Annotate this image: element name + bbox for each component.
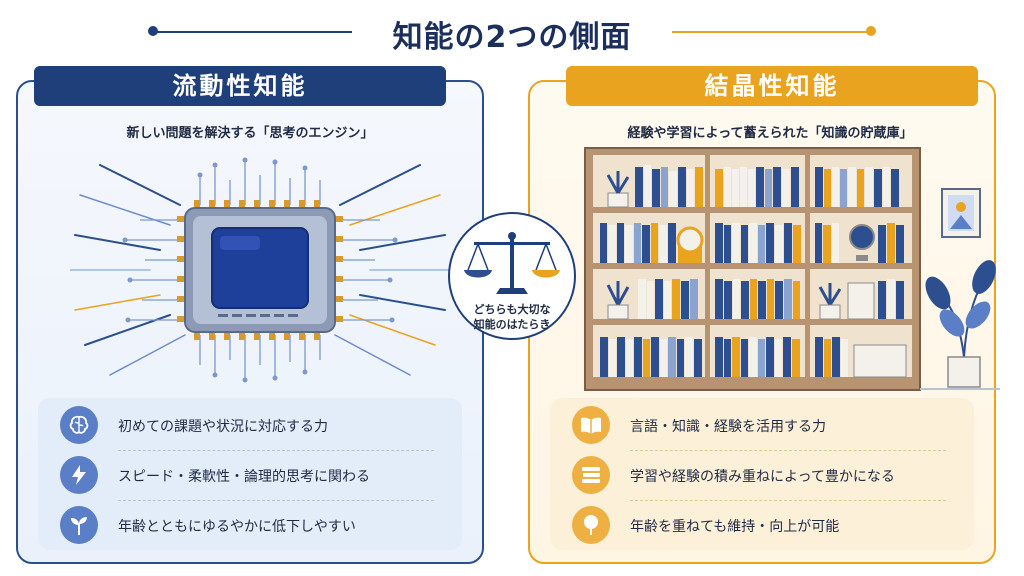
- fluid-feature-1: 初めての課題や状況に対応する力: [38, 400, 462, 451]
- lightning-icon: [60, 456, 98, 494]
- fluid-intelligence-subtitle: 新しい問題を解決する「思考のエンジン」: [126, 126, 374, 141]
- fluid-intelligence-header: 流動性知能: [34, 66, 446, 106]
- title-rule-right: [672, 31, 872, 33]
- crystallized-feature-1-text: 言語・知識・経験を活用する力: [630, 419, 826, 435]
- tree-icon: [572, 506, 610, 544]
- crystallized-intelligence-subtitle: 経験や学習によって蓄えられた「知識の貯蔵庫」: [627, 126, 913, 141]
- fluid-feature-2: スピード・柔軟性・論理的思考に関わる: [38, 450, 462, 501]
- bookshelf-icon: [560, 145, 1000, 395]
- title-dot-right: [866, 26, 876, 36]
- fluid-feature-2-text: スピード・柔軟性・論理的思考に関わる: [118, 469, 370, 485]
- divider: [630, 500, 946, 501]
- crystallized-feature-3: 年齢を重ねても維持・向上が可能: [550, 500, 974, 550]
- title-rule-left: [152, 31, 352, 33]
- center-balance-badge: [448, 212, 576, 340]
- title-dot-left: [148, 26, 158, 36]
- crystallized-feature-2: 学習や経験の積み重ねによって豊かになる: [550, 450, 974, 501]
- fluid-feature-1-text: 初めての課題や状況に対応する力: [118, 419, 328, 435]
- center-caption-line2: 知能のはたらき: [473, 318, 551, 331]
- crystallized-feature-1: 言語・知識・経験を活用する力: [550, 400, 974, 451]
- title-row: 知能の2つの側面: [0, 8, 1024, 55]
- crystallized-feature-3-text: 年齢を重ねても維持・向上が可能: [630, 519, 840, 535]
- cpu-chip-icon: [69, 150, 451, 390]
- page-title: 知能の2つの側面: [392, 20, 632, 55]
- fluid-feature-3: 年齢とともにゆるやかに低下しやすい: [38, 500, 462, 550]
- crystallized-feature-2-text: 学習や経験の積み重ねによって豊かになる: [630, 469, 895, 485]
- divider: [118, 500, 434, 501]
- stacked-books-icon: [572, 456, 610, 494]
- brain-icon: [60, 406, 98, 444]
- center-caption-line1: どちらも大切な: [473, 303, 551, 316]
- balance-scale-icon: [464, 232, 560, 294]
- crystallized-features-box: 言語・知識・経験を活用する力 学習や経験の積み重ねによって豊かになる 年齢を重ね…: [550, 398, 974, 550]
- divider: [630, 450, 946, 451]
- fluid-features-box: 初めての課題や状況に対応する力 スピード・柔軟性・論理的思考に関わる 年齢ととも…: [38, 398, 462, 550]
- center-caption: どちらも大切な 知能のはたらき: [452, 302, 572, 332]
- open-book-icon: [572, 406, 610, 444]
- sprout-icon: [60, 506, 98, 544]
- fluid-feature-3-text: 年齢とともにゆるやかに低下しやすい: [118, 519, 356, 535]
- crystallized-intelligence-header: 結晶性知能: [566, 66, 978, 106]
- divider: [118, 450, 434, 451]
